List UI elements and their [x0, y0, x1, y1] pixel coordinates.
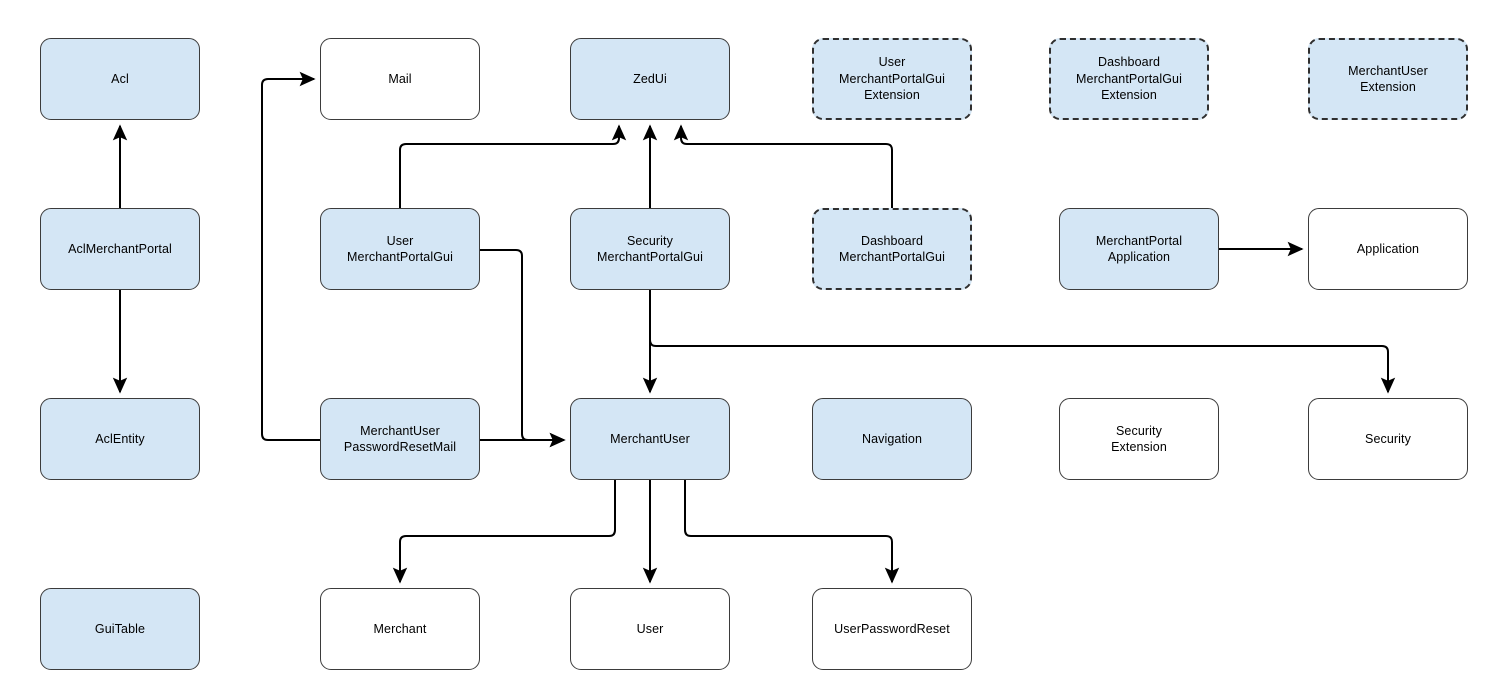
- node-userpwreset[interactable]: UserPasswordReset: [812, 588, 972, 670]
- node-user[interactable]: User: [570, 588, 730, 670]
- edge-securitympg-to-security: [649, 290, 1396, 394]
- node-label-user: User: [636, 621, 664, 636]
- node-label-userpwreset: UserPasswordReset: [834, 621, 950, 636]
- node-application[interactable]: Application: [1308, 208, 1468, 290]
- node-merchantuser[interactable]: MerchantUser: [570, 398, 730, 480]
- node-merchantuserext[interactable]: MerchantUser Extension: [1308, 38, 1468, 120]
- node-aclmerchantportal[interactable]: AclMerchantPortal: [40, 208, 200, 290]
- node-label-dashmpg: Dashboard MerchantPortalGui: [839, 233, 945, 265]
- node-label-acl: Acl: [111, 71, 129, 86]
- node-label-application: Application: [1356, 241, 1420, 256]
- node-label-mpapplication: MerchantPortal Application: [1095, 233, 1183, 265]
- node-merchant[interactable]: Merchant: [320, 588, 480, 670]
- edge-dashmpg-to-zedui: [673, 124, 893, 208]
- node-label-navigation: Navigation: [861, 431, 923, 446]
- node-label-securitympg: Security MerchantPortalGui: [597, 233, 703, 265]
- node-label-aclmerchantportal: AclMerchantPortal: [68, 241, 172, 256]
- node-label-merchantuser: MerchantUser: [610, 431, 690, 446]
- edge-usermpg-to-zedui: [399, 124, 627, 208]
- node-label-zedui: ZedUi: [633, 71, 667, 86]
- node-label-security: Security: [1365, 431, 1411, 446]
- edge-group: [112, 71, 1396, 584]
- node-label-mail: Mail: [388, 71, 412, 86]
- node-label-aclentity: AclEntity: [95, 431, 145, 446]
- node-dashmpgext[interactable]: Dashboard MerchantPortalGui Extension: [1049, 38, 1209, 120]
- edge-mupwresetmail-to-mail: [261, 71, 320, 441]
- edge-usermpg-to-merchantuser: [480, 249, 566, 448]
- node-securityext[interactable]: Security Extension: [1059, 398, 1219, 480]
- edge-merchantuser-to-merchant: [392, 480, 616, 584]
- node-security[interactable]: Security: [1308, 398, 1468, 480]
- node-label-guitable: GuiTable: [94, 621, 146, 636]
- node-label-usermpg: User MerchantPortalGui: [347, 233, 453, 265]
- node-label-usermpgext: User MerchantPortalGui Extension: [839, 55, 945, 103]
- node-label-dashmpgext: Dashboard MerchantPortalGui Extension: [1076, 55, 1182, 103]
- node-aclentity[interactable]: AclEntity: [40, 398, 200, 480]
- node-usermpgext[interactable]: User MerchantPortalGui Extension: [812, 38, 972, 120]
- node-label-merchant: Merchant: [373, 621, 427, 636]
- node-mupwresetmail[interactable]: MerchantUser PasswordResetMail: [320, 398, 480, 480]
- node-zedui[interactable]: ZedUi: [570, 38, 730, 120]
- node-navigation[interactable]: Navigation: [812, 398, 972, 480]
- node-dashmpg[interactable]: Dashboard MerchantPortalGui: [812, 208, 972, 290]
- node-label-merchantuserext: MerchantUser Extension: [1348, 63, 1428, 95]
- node-usermpg[interactable]: User MerchantPortalGui: [320, 208, 480, 290]
- edge-merchantuser-to-userpwreset: [684, 480, 900, 584]
- node-label-securityext: Security Extension: [1111, 423, 1167, 455]
- node-label-mupwresetmail: MerchantUser PasswordResetMail: [343, 423, 457, 455]
- node-acl[interactable]: Acl: [40, 38, 200, 120]
- node-securitympg[interactable]: Security MerchantPortalGui: [570, 208, 730, 290]
- node-mail[interactable]: Mail: [320, 38, 480, 120]
- node-guitable[interactable]: GuiTable: [40, 588, 200, 670]
- node-mpapplication[interactable]: MerchantPortal Application: [1059, 208, 1219, 290]
